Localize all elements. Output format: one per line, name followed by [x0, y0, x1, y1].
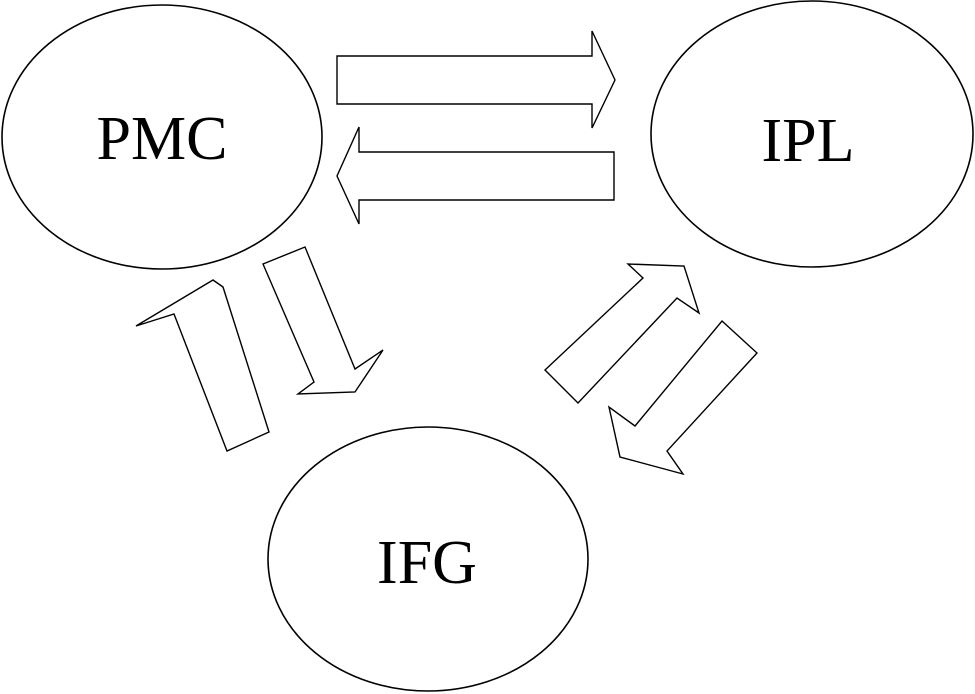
ifg-label: IFG: [377, 529, 477, 597]
ifg-ellipse: [267, 426, 589, 692]
arrow-ifg-to-pmc: [135, 279, 270, 452]
node-pmc: PMC: [1, 4, 323, 270]
pmc-label: PMC: [97, 105, 228, 173]
arrow-ipl-to-pmc: [336, 126, 615, 225]
arrow-ifg-to-ipl: [543, 263, 701, 405]
node-ifg: IFG: [267, 426, 589, 692]
arrow-pmc-to-ipl: [336, 30, 616, 129]
pmc-ellipse: [1, 4, 323, 270]
node-ipl: IPL: [650, 0, 974, 268]
ipl-ellipse: [650, 0, 974, 268]
arrow-ipl-to-ifg: [607, 319, 758, 476]
arrow-pmc-to-ifg: [262, 246, 384, 395]
ipl-label: IPL: [762, 107, 855, 175]
